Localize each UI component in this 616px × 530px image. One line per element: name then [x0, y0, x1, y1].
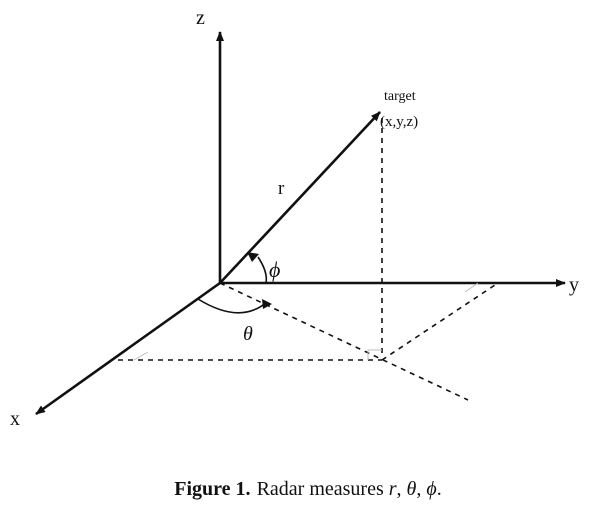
target-coords-label: (x,y,z) [380, 114, 418, 130]
caption-sep-2: , [416, 478, 427, 500]
caption-sep-1: , [396, 478, 407, 500]
target-label: target [384, 89, 416, 104]
r-vector [219, 111, 381, 284]
phi-label: ϕ [269, 257, 280, 282]
phi-arrowhead [247, 252, 259, 262]
y-projection-line [381, 282, 499, 361]
phi-arc [257, 256, 268, 284]
figure-caption: Figure 1.Radar measures r, θ, ϕ. [0, 478, 616, 501]
caption-r: r [388, 478, 397, 500]
theta-arc [197, 298, 268, 314]
caption-phi: ϕ [426, 478, 437, 500]
caption-end: . [436, 478, 442, 500]
caption-theta: θ [406, 478, 417, 500]
caption-figure-label: Figure 1. [174, 478, 251, 500]
theta-arrowhead [262, 299, 272, 309]
z-axis-label: z [196, 7, 205, 29]
theta-label: θ [243, 323, 253, 345]
azimuth-ground-line [219, 282, 469, 401]
x-axis [35, 281, 221, 416]
caption-text: Radar measures [256, 478, 389, 500]
y-axis-label: y [569, 274, 579, 296]
x-axis-label: x [10, 408, 20, 430]
right-angle-marks [133, 282, 479, 361]
r-label: r [278, 178, 285, 199]
projection-lines [118, 118, 499, 401]
